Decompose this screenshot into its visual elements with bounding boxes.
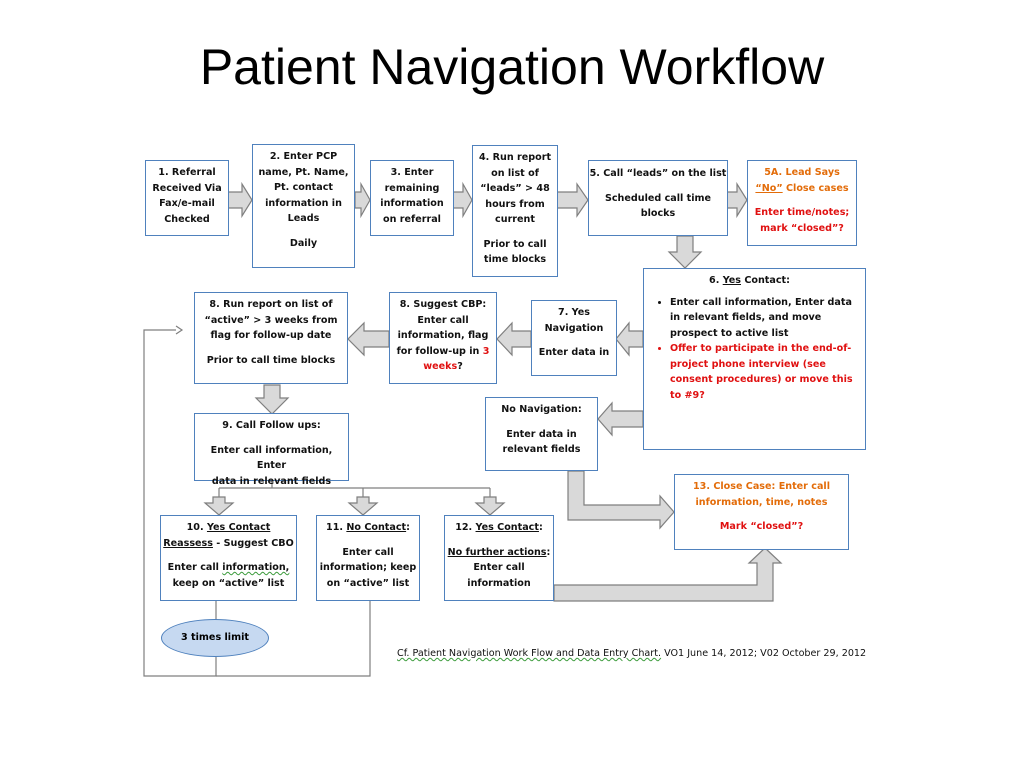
arrow-1-to-2	[227, 181, 253, 219]
arrow-7-to-8s	[496, 321, 532, 357]
citation-note: Cf. Patient Navigation Work Flow and Dat…	[397, 648, 867, 659]
step-7-yes-navigation: 7. Yes Navigation Enter data in	[531, 300, 617, 376]
step-5a-lead-says-no: 5A. Lead Says “No” Close cases Enter tim…	[747, 160, 857, 246]
arrow-5-to-5a	[726, 181, 748, 219]
step-8-run-report-active: 8. Run report on list of “active” > 3 we…	[194, 292, 348, 384]
step-8-suggest-cbp: 8. Suggest CBP: Enter call information, …	[389, 292, 497, 384]
yes-contact-bullet-1: Enter call information, Enter data in re…	[670, 295, 855, 342]
step-9-call-follow-ups: 9. Call Follow ups: Enter call informati…	[194, 413, 349, 487]
step-10-yes-contact-reassess: 10. Yes Contact Reassess - Suggest CBO E…	[160, 515, 297, 601]
arrow-8r-to-9	[254, 384, 290, 415]
arrow-2-to-3	[354, 181, 371, 219]
arrow-3-to-4	[452, 181, 473, 219]
arrow-to-10	[203, 496, 235, 516]
step-12-yes-contact-no-further: 12. Yes Contact: No further actions: Ent…	[444, 515, 554, 601]
arrow-to-12	[474, 496, 506, 516]
page-title: Patient Navigation Workflow	[199, 39, 825, 95]
step-3-enter-remaining: 3. Enter remaining information on referr…	[370, 160, 454, 236]
arrow-4-to-5	[556, 182, 589, 218]
arrow-12-to-13	[553, 547, 783, 602]
arrow-8s-to-8r	[347, 321, 390, 357]
step-5-call-leads: 5. Call “leads” on the list Scheduled ca…	[588, 160, 728, 236]
yes-contact-bullet-2: Offer to participate in the end-of-proje…	[670, 341, 855, 403]
three-times-limit-oval: 3 times limit	[161, 619, 269, 657]
arrow-no-navigation-to-13	[567, 470, 675, 530]
arrow-to-11	[347, 496, 379, 516]
step-11-no-contact: 11. No Contact: Enter call information; …	[316, 515, 420, 601]
step-2-enter-pcp: 2. Enter PCP name, Pt. Name, Pt. contact…	[252, 144, 355, 268]
step-1-referral-received: 1. Referral Received Via Fax/e-mail Chec…	[145, 160, 229, 236]
loop-line-left	[143, 329, 217, 677]
step-6-yes-contact: 6. Yes Contact: Enter call information, …	[643, 268, 866, 450]
arrow-6-to-7	[615, 321, 644, 357]
arrow-6-to-no-navigation	[597, 401, 644, 437]
step-4-run-report: 4. Run report on list of “leads” > 48 ho…	[472, 145, 558, 277]
arrow-5-to-6	[667, 235, 703, 269]
no-navigation: No Navigation: Enter data in relevant fi…	[485, 397, 598, 471]
step-13-close-case: 13. Close Case: Enter call information, …	[674, 474, 849, 550]
